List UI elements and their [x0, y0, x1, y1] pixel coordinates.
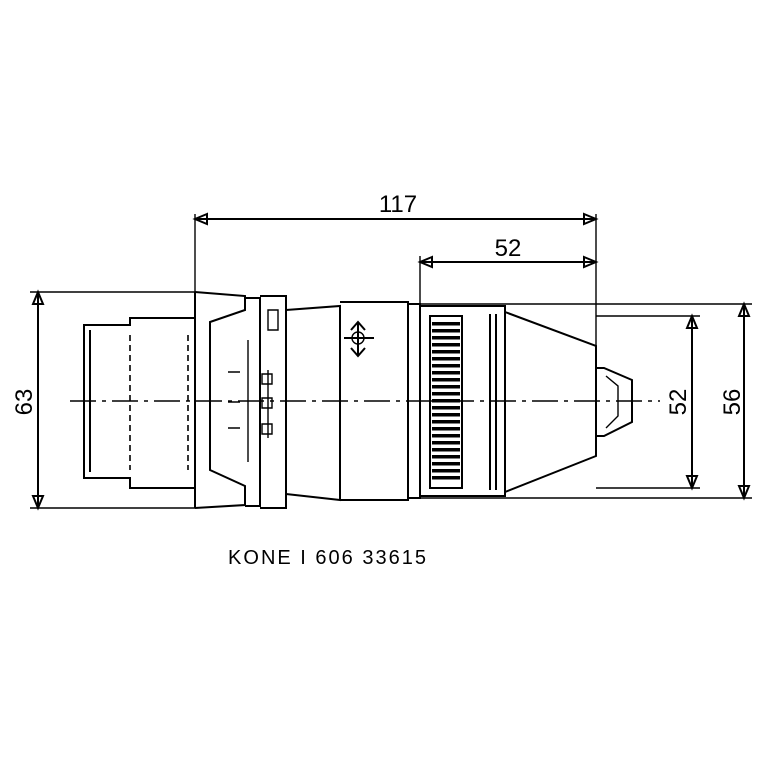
- knurl-ridge: [432, 413, 460, 417]
- arrow-icon: [583, 212, 599, 226]
- knurl-ridge: [432, 469, 460, 473]
- dimension-label-117: 117: [379, 191, 417, 218]
- knurl-ridge: [432, 427, 460, 431]
- knurl-ridge: [432, 462, 460, 466]
- dimension-holder-height: 63: [11, 289, 195, 511]
- dimension-label-56: 56: [719, 389, 746, 416]
- arrow-icon: [583, 255, 599, 269]
- knurl-ridge: [432, 343, 460, 347]
- knurl-ridge: [432, 476, 460, 480]
- knurl-ridge: [432, 399, 460, 403]
- arrow-icon: [685, 475, 699, 491]
- knurl-ridge: [432, 434, 460, 438]
- arrow-icon: [31, 289, 45, 305]
- knurl-ridge: [432, 336, 460, 340]
- dimension-chuck-diameter: 52: [596, 313, 700, 491]
- knurl-ridge: [432, 455, 460, 459]
- chuck-knurling: [432, 322, 460, 480]
- dimension-overall-length: 117: [192, 191, 599, 346]
- knurl-ridge: [432, 357, 460, 361]
- holder-body: [83, 291, 287, 509]
- dimension-label-52-right: 52: [665, 389, 692, 416]
- knurl-ridge: [432, 392, 460, 396]
- knurl-ridge: [432, 406, 460, 410]
- knurl-ridge: [432, 364, 460, 368]
- adjust-cross-icon: [344, 320, 374, 358]
- knurl-ridge: [432, 322, 460, 326]
- arrow-icon: [685, 313, 699, 329]
- dimension-outer-diameter: 56: [408, 301, 752, 501]
- dimension-label-52-top: 52: [495, 235, 522, 262]
- knurl-ridge: [432, 350, 460, 354]
- drawing-caption: KONE I 606 33615: [228, 547, 428, 569]
- arrow-icon: [737, 301, 751, 317]
- knurl-ridge: [432, 420, 460, 424]
- knurl-ridge: [432, 371, 460, 375]
- arrow-icon: [192, 212, 208, 226]
- knurl-ridge: [432, 329, 460, 333]
- arrow-icon: [31, 495, 45, 511]
- arrow-icon: [417, 255, 433, 269]
- dimension-label-63: 63: [11, 389, 38, 416]
- dimension-chuck-length: 52: [417, 235, 599, 304]
- arrow-icon: [737, 485, 751, 501]
- knurl-ridge: [432, 441, 460, 445]
- knurl-ridge: [432, 448, 460, 452]
- chuck: [408, 303, 633, 499]
- knurl-ridge: [432, 385, 460, 389]
- knurl-ridge: [432, 378, 460, 382]
